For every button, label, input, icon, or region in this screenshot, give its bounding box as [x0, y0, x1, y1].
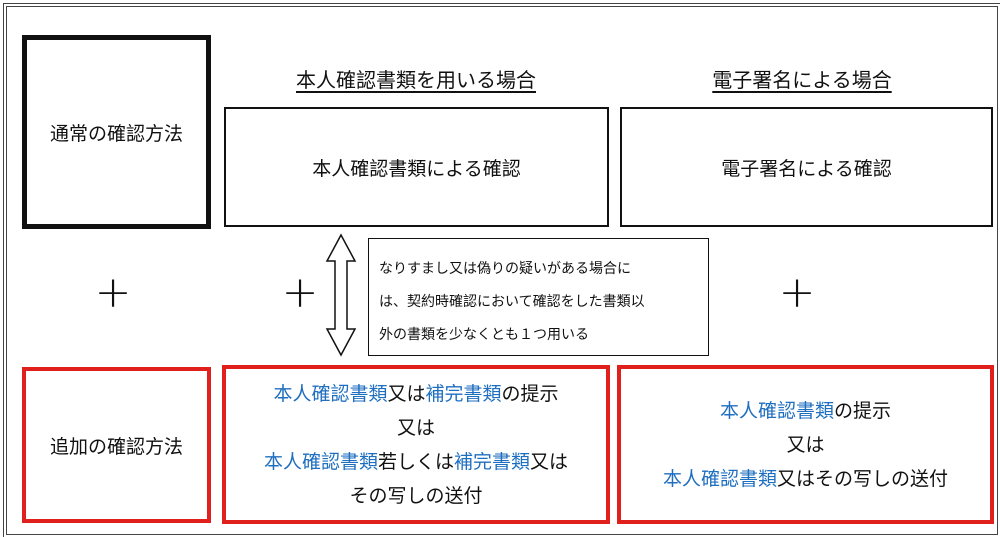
- normal-method-label: 通常の確認方法: [49, 122, 183, 145]
- text-segment: 又は: [396, 416, 435, 439]
- text-segment: 又は: [530, 450, 569, 473]
- highlighted-term: 補完書類: [425, 382, 502, 405]
- text-segment: 又は: [387, 382, 426, 405]
- text-line: 本人確認書類若しくは補完書類又は: [264, 445, 568, 479]
- text-line: 本人確認書類又はその写しの送付: [663, 462, 948, 496]
- text-segment: の提示: [501, 382, 559, 405]
- note-line: 外の書類を少なくとも１つ用いる: [379, 327, 589, 343]
- text-segment: 又はその写しの送付: [777, 467, 949, 490]
- text-segment: 又は: [786, 433, 825, 456]
- identity-doc-check-box: 本人確認書類による確認: [224, 107, 609, 227]
- highlighted-term: 補完書類: [454, 450, 531, 473]
- text-line: その写しの送付: [349, 479, 482, 513]
- note-line: なりすまし又は偽りの疑いがある場合に: [379, 261, 631, 277]
- plus-sign: +: [94, 267, 132, 318]
- highlighted-term: 本人確認書類: [662, 467, 777, 490]
- plus-sign: +: [778, 267, 816, 318]
- e-signature-check-box: 電子署名による確認: [620, 107, 993, 227]
- text-line: 又は: [786, 428, 824, 462]
- text-segment: その写しの送付: [349, 484, 483, 507]
- outer-frame: [3, 3, 1000, 537]
- text-line: 又は: [397, 411, 435, 445]
- text-segment: の提示: [834, 399, 892, 422]
- additional-e-signature-box: 本人確認書類の提示又は本人確認書類又はその写しの送付: [617, 365, 994, 524]
- highlighted-term: 本人確認書類: [719, 399, 834, 422]
- highlighted-term: 本人確認書類: [263, 450, 378, 473]
- heading-e-signature: 電子署名による場合: [712, 68, 892, 92]
- additional-identity-doc-box: 本人確認書類又は補完書類の提示又は本人確認書類若しくは補完書類又はその写しの送付: [222, 365, 610, 524]
- note-line: は、契約時確認において確認をした書類以: [379, 294, 645, 310]
- text-line: 本人確認書類又は補完書類の提示: [273, 377, 558, 411]
- heading-identity-docs: 本人確認書類を用いる場合: [296, 68, 536, 92]
- identity-doc-check-label: 本人確認書類による確認: [312, 157, 521, 180]
- plus-sign: +: [281, 267, 319, 318]
- e-signature-check-label: 電子署名による確認: [721, 157, 892, 180]
- additional-method-box: 追加の確認方法: [22, 367, 211, 523]
- text-line: 本人確認書類の提示: [720, 394, 891, 428]
- normal-method-box: 通常の確認方法: [22, 35, 211, 229]
- note-box: なりすまし又は偽りの疑いがある場合に は、契約時確認において確認をした書類以 外…: [368, 238, 709, 356]
- additional-method-label: 追加の確認方法: [49, 435, 183, 458]
- double-arrow-icon: [325, 233, 357, 357]
- text-segment: 若しくは: [377, 450, 454, 473]
- highlighted-term: 本人確認書類: [273, 382, 388, 405]
